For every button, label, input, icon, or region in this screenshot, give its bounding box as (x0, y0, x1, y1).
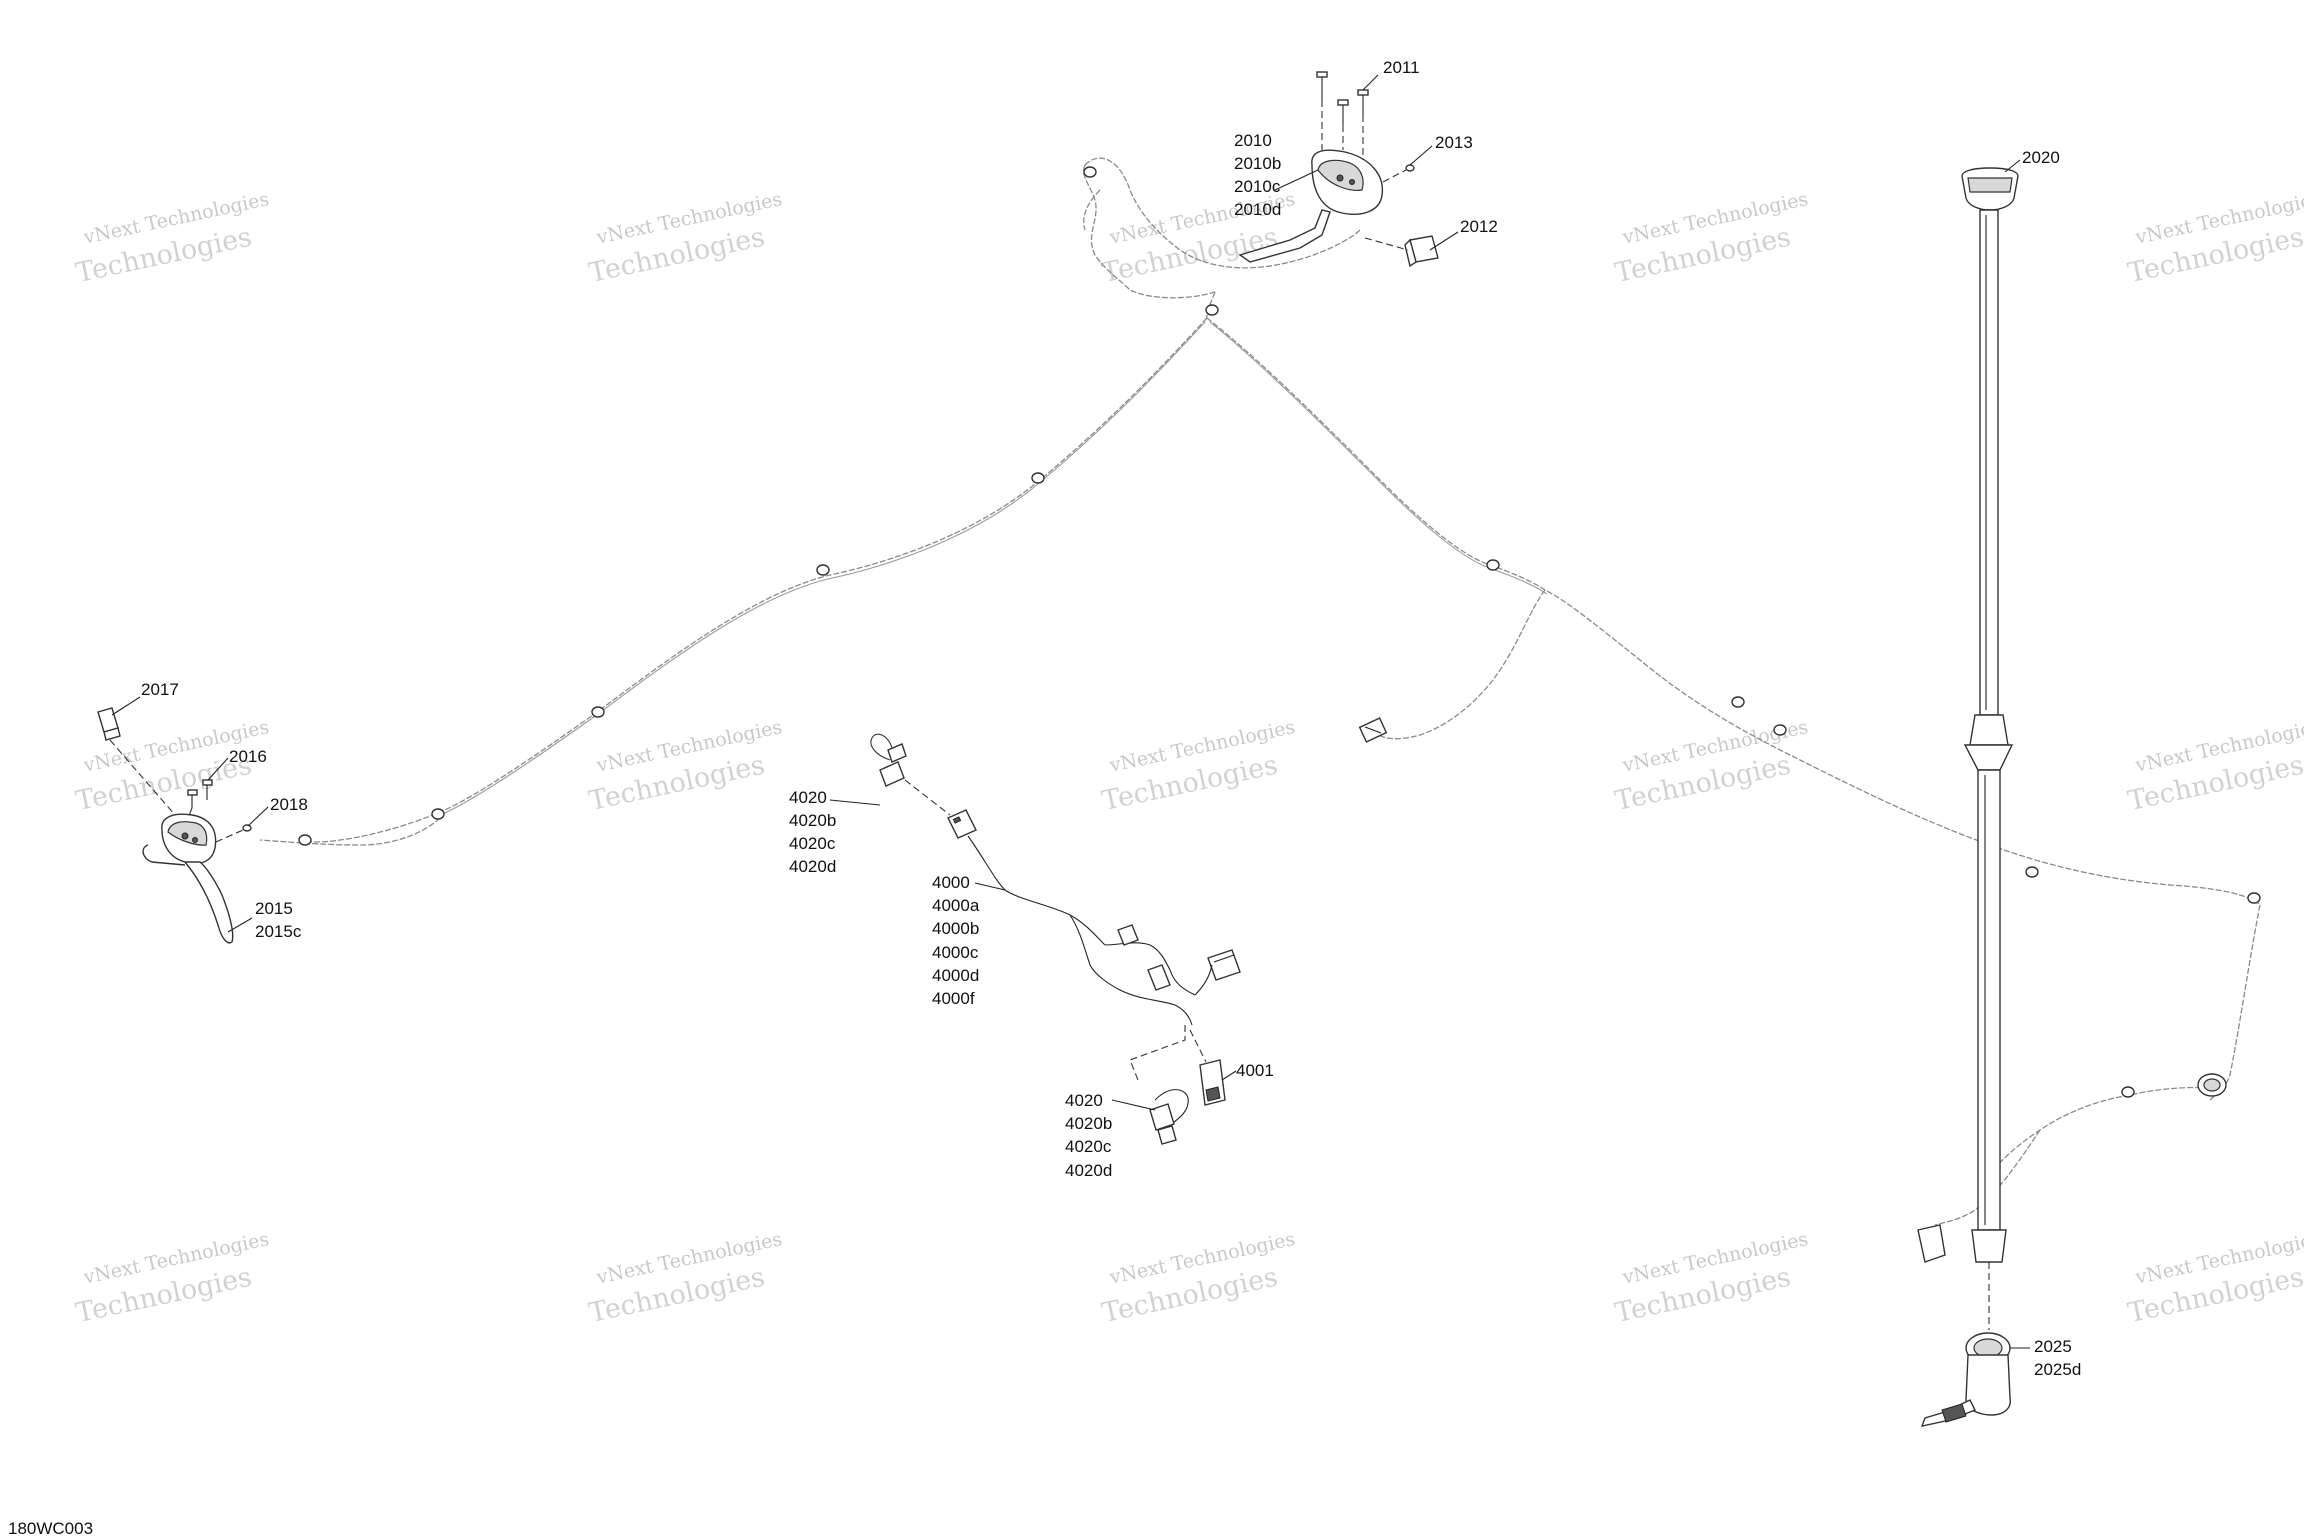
callout-2016: 2016 (229, 747, 267, 766)
callout-4020b-upper: 4020b (789, 811, 836, 830)
clip-2017 (97, 707, 176, 816)
callout-2010c: 2010c (1234, 177, 1281, 196)
callout-2015c: 2015c (255, 922, 302, 941)
callout-2010: 2010 (1234, 131, 1272, 150)
drawing-code: 180WC003 (8, 1519, 93, 1536)
nut-2018 (215, 824, 252, 843)
wiring-harness (259, 157, 2261, 1226)
callout-4020-lower: 4020 (1065, 1091, 1103, 1110)
callout-4020b-lower: 4020b (1065, 1114, 1112, 1133)
callout-2025: 2025 (2034, 1337, 2072, 1356)
callout-2018: 2018 (270, 795, 308, 814)
callout-4001: 4001 (1236, 1061, 1274, 1080)
callout-4000f: 4000f (932, 989, 975, 1008)
callout-2012: 2012 (1460, 217, 1498, 236)
callout-4020c-upper: 4020c (789, 834, 836, 853)
callout-2015: 2015 (255, 899, 293, 918)
callout-labels: 2011 2010 2010b 2010c 2010d 2013 2012 20… (8, 58, 2081, 1536)
leader-lines (111, 74, 2030, 1349)
harness-grommet (2197, 1073, 2227, 1097)
connector-4001 (1189, 1029, 1226, 1106)
callout-4020-upper: 4020 (789, 788, 827, 807)
callout-4000a: 4000a (932, 896, 980, 915)
callout-2020: 2020 (2022, 148, 2060, 167)
callout-4000b: 4000b (932, 919, 979, 938)
callout-2025d: 2025d (2034, 1360, 2081, 1379)
grip-2015 (97, 707, 252, 944)
callout-4000c: 4000c (932, 943, 979, 962)
display-module-2010 (1238, 71, 1439, 268)
callout-2011: 2011 (1383, 58, 1420, 77)
connector-4020-lower (1149, 1089, 1189, 1145)
callout-2013: 2013 (1435, 133, 1473, 152)
callout-4000: 4000 (932, 873, 970, 892)
callout-4020c-lower: 4020c (1065, 1137, 1112, 1156)
callout-2017: 2017 (141, 680, 179, 699)
clip-2012 (1364, 235, 1439, 268)
callout-2010b: 2010b (1234, 154, 1281, 173)
callout-2010d: 2010d (1234, 200, 1281, 219)
socket-2025 (1920, 1332, 2011, 1427)
nut-2013 (1382, 164, 1415, 183)
screw-2011 (1316, 71, 1369, 160)
screw-2016 (187, 779, 213, 819)
sub-harness-4000 (870, 733, 1241, 1145)
harness-connector (1358, 717, 1388, 743)
pole-2020 (1917, 167, 2019, 1330)
callout-4020d-upper: 4020d (789, 857, 836, 876)
callout-4000d: 4000d (932, 966, 979, 985)
callout-4020d-lower: 4020d (1065, 1161, 1112, 1180)
